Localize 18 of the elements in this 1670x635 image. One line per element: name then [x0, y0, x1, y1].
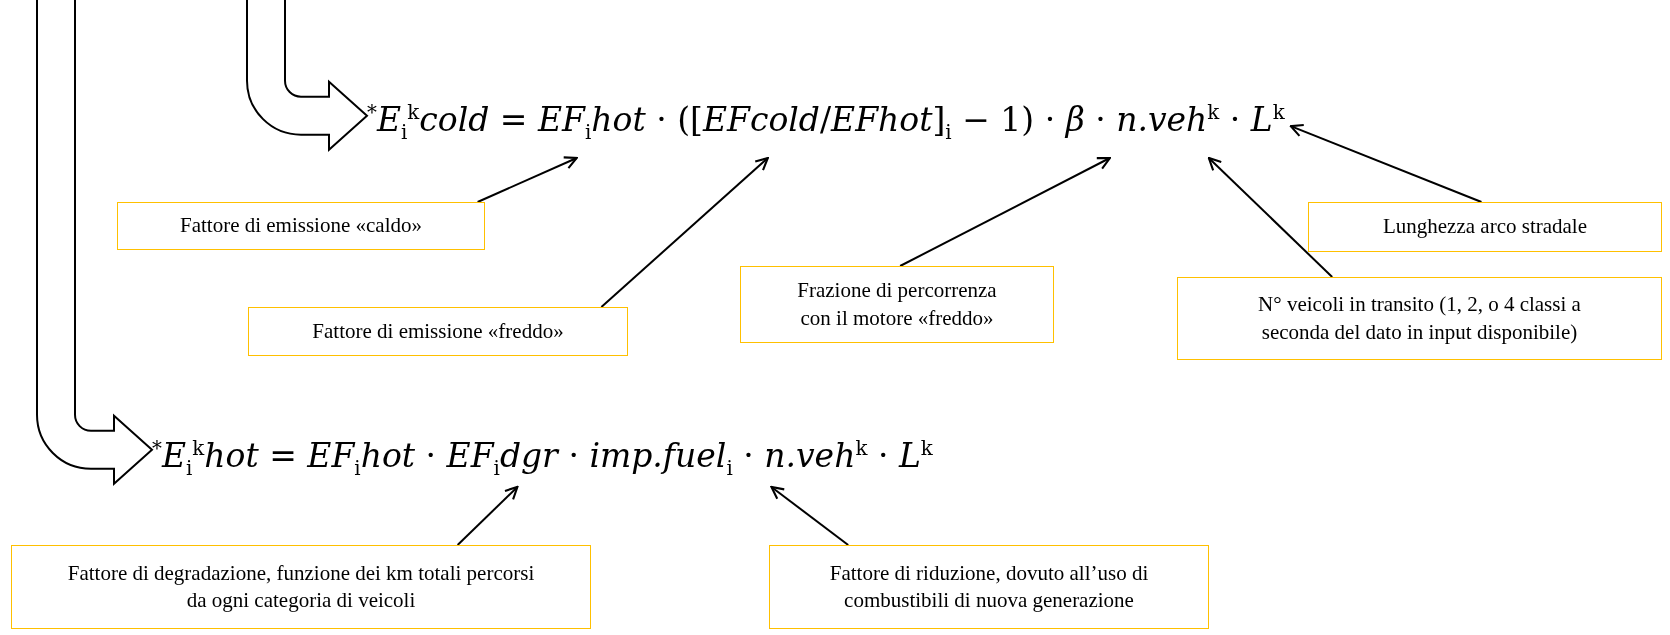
- annotation-box: Fattore di emissione «caldo»: [117, 202, 485, 250]
- formula: $^{*}$E$_{i}$$^{k}$hot = EF$_{i}$hot · EF$_{i}$dgr · imp.fuel$_{i}$ · n.veh$^{k}$ · L$^{k}$: [152, 436, 933, 480]
- block-arrow: [246, 0, 368, 151]
- annotation-box: Fattore di riduzione, dovuto all’uso di combustibili di nuova generazione: [769, 545, 1209, 629]
- block-arrow: [36, 0, 153, 485]
- arrow: [476, 156, 578, 203]
- arrow: [1289, 123, 1483, 203]
- annotation-box: Fattore di emissione «freddo»: [248, 307, 628, 356]
- arrow: [899, 156, 1111, 267]
- annotation-box: N° veicoli in transito (1, 2, o 4 classi a seconda del dato in input disponibile): [1177, 277, 1662, 360]
- arrow: [456, 485, 519, 546]
- annotation-box: Fattore di degradazione, funzione dei km totali percorsi da ogni categoria di veicoli: [11, 545, 591, 629]
- arrow: [1207, 156, 1334, 278]
- arrow: [770, 485, 850, 546]
- arrow: [600, 156, 769, 308]
- annotation-box: Frazione di percorrenza con il motore «freddo»: [740, 266, 1054, 343]
- annotation-box: Lunghezza arco stradale: [1308, 202, 1662, 252]
- formula: $^{*}$E$_{i}$$^{k}$cold = EF$_{i}$hot · ([EFcold/EFhot]$_{i}$ − 1) · β · n.veh$^{k}$ · L$^{k}$: [367, 100, 1285, 144]
